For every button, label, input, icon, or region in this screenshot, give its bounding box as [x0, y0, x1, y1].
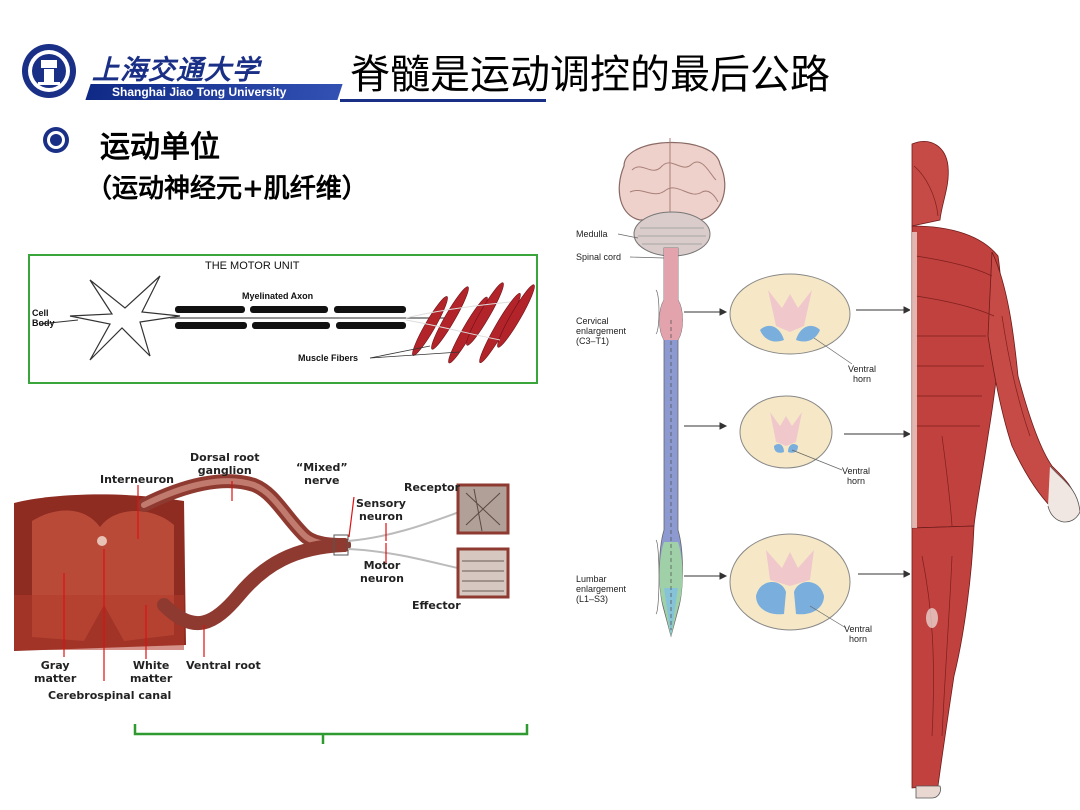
sensory-neuron-label: Sensory neuron	[356, 497, 406, 523]
interneuron-label: Interneuron	[100, 473, 175, 486]
lumbar-enlargement-label: Lumbar enlargement (L1–S3)	[576, 574, 627, 604]
bullet-heading: 运动单位	[100, 130, 220, 165]
motor-unit-title: THE MOTOR UNIT	[205, 260, 300, 272]
ventral-horn-label-2: Ventral horn	[842, 466, 871, 486]
myelinated-axon-label: Myelinated Axon	[242, 291, 314, 301]
green-bracket	[133, 724, 529, 744]
reflex-arc-figure: Dorsal root ganglion Interneuron “Mixed”…	[14, 445, 534, 715]
ventral-horn-label-1: Ventral horn	[848, 364, 877, 384]
ventral-horn-label-3: Ventral horn	[844, 624, 873, 644]
muscular-body-figure	[911, 141, 1080, 799]
motor-unit-drawing	[39, 275, 535, 364]
bullet-subheading: （运动神经元+肌纤维）	[86, 174, 368, 204]
university-name-en: Shanghai Jiao Tong University	[112, 85, 287, 99]
mixed-nerve-label: “Mixed” nerve	[296, 461, 348, 487]
bullet-seal-icon	[43, 127, 69, 153]
title-underline	[340, 99, 546, 102]
slide-title: 脊髓是运动调控的最后公路	[350, 52, 830, 98]
dorsal-root-ganglion-label: Dorsal root ganglion	[190, 451, 260, 477]
spinal-cord-figure: Medulla Spinal cord Cervical enlargement…	[560, 130, 910, 670]
receptor-label: Receptor	[404, 481, 461, 494]
spinal-cord-drawing	[617, 138, 910, 638]
cell-body-label: Cell Body	[32, 308, 55, 328]
reflex-arc-drawing	[14, 474, 510, 681]
university-seal-icon	[22, 44, 76, 98]
muscle-fibers-label: Muscle Fibers	[298, 353, 359, 363]
cervical-enlargement-label: Cervical enlargement (C3–T1)	[576, 316, 627, 346]
gray-matter-label: Gray matter	[34, 659, 77, 685]
cerebrospinal-canal-label: Cerebrospinal canal	[48, 689, 172, 702]
white-matter-label: White matter	[130, 659, 173, 685]
motor-unit-figure: THE MOTOR UNIT Myelinated Axon Cell Body…	[28, 254, 538, 384]
spinal-cord-label: Spinal cord	[576, 252, 622, 262]
effector-label: Effector	[412, 599, 461, 612]
motor-neuron-label: Motor neuron	[360, 559, 404, 585]
medulla-label: Medulla	[576, 229, 608, 239]
ventral-root-label: Ventral root	[186, 659, 261, 672]
university-name-cn: 上海交通大学	[92, 55, 260, 86]
